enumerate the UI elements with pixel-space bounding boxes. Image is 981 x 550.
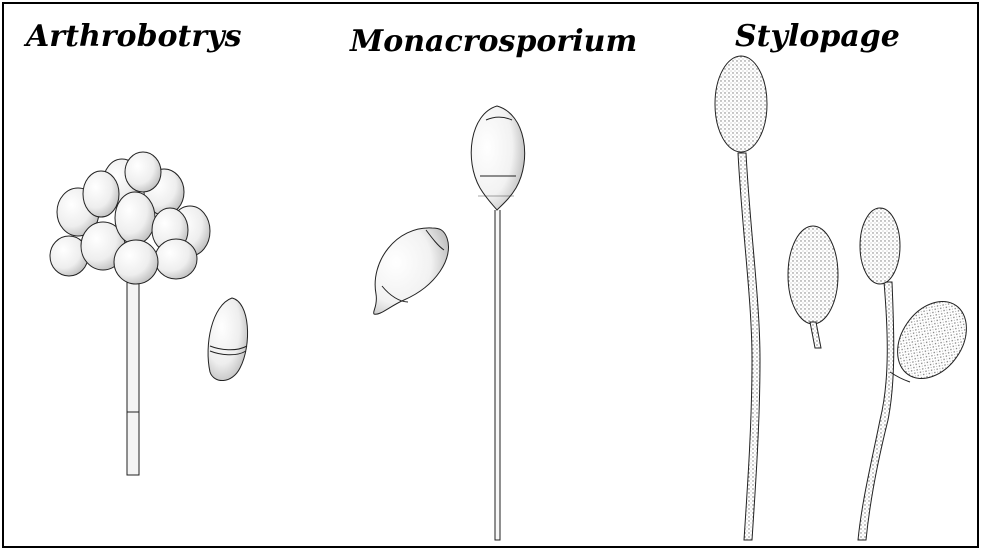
- label-arthrobotrys: Arthrobotrys: [26, 19, 242, 54]
- stylopage-branched-hypha: [857, 207, 967, 541]
- label-monacrosporium: Monacrosporium: [350, 24, 638, 59]
- arthrobotrys-drawing: [49, 151, 249, 476]
- monacrosporium-stalk: [494, 210, 501, 541]
- arthrobotrys-stalk: [126, 274, 140, 476]
- label-stylopage: Stylopage: [735, 19, 900, 54]
- monacrosporium-detached-conidium: [373, 227, 449, 315]
- arthrobotrys-conidia-cluster: [49, 151, 211, 285]
- monacrosporium-attached-conidium: [470, 105, 526, 211]
- stylopage-tall-hypha: [714, 55, 768, 541]
- stylopage-drawing: [714, 55, 967, 541]
- stylopage-detached-conidium: [787, 225, 839, 349]
- monacrosporium-drawing: [373, 105, 526, 541]
- arthrobotrys-detached-conidium: [207, 297, 249, 381]
